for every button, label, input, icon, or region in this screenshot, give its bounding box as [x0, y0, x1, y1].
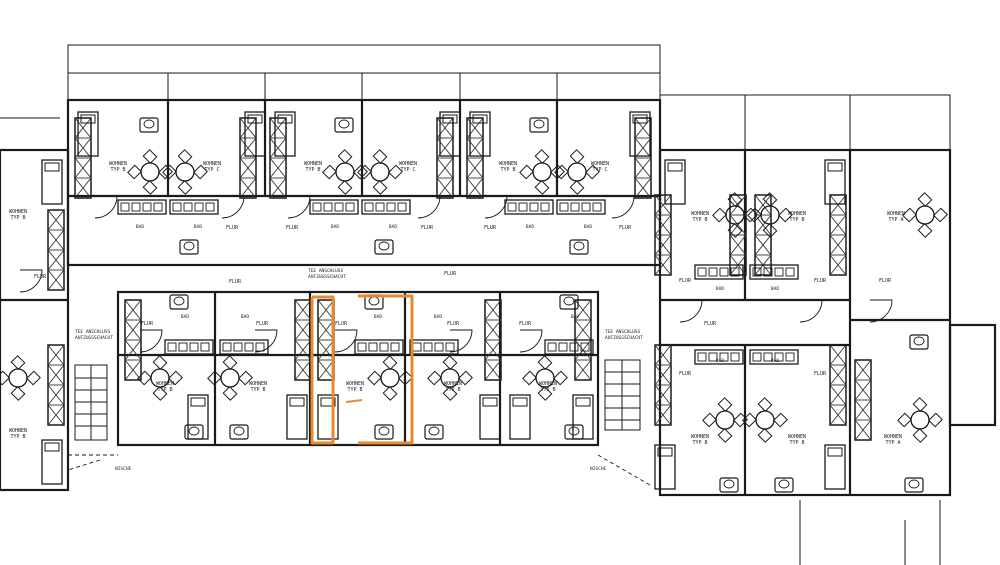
svg-text:FLUR: FLUR — [286, 225, 299, 231]
room-label-typ-c: WOHNEN — [203, 161, 221, 167]
svg-text:WOHNEN: WOHNEN — [887, 211, 905, 217]
svg-text:BAD: BAD — [194, 224, 202, 230]
svg-text:TYP B: TYP B — [500, 167, 515, 173]
svg-text:TYP A: TYP A — [888, 217, 903, 223]
svg-text:TYP B: TYP B — [789, 217, 804, 223]
svg-text:WOHNEN: WOHNEN — [9, 209, 27, 215]
svg-text:TYP A: TYP A — [885, 440, 900, 446]
walls — [0, 98, 997, 497]
dimension-lines — [0, 44, 951, 565]
svg-text:TYP B: TYP B — [157, 387, 172, 393]
svg-text:WOHNEN: WOHNEN — [691, 434, 709, 440]
svg-text:NISCHE: NISCHE — [115, 466, 132, 472]
svg-text:TYP B: TYP B — [305, 167, 320, 173]
svg-text:BAD: BAD — [136, 224, 144, 230]
svg-text:WOHNEN: WOHNEN — [304, 161, 322, 167]
svg-text:FLUR: FLUR — [256, 321, 269, 327]
room-label-typ-b: WOHNEN — [109, 161, 127, 167]
svg-text:FLUR: FLUR — [484, 225, 497, 231]
svg-text:FLUR: FLUR — [519, 321, 532, 327]
kitchenettes — [117, 199, 799, 365]
svg-text:TEE ANSCHLUSS: TEE ANSCHLUSS — [605, 329, 641, 335]
svg-text:FLUR: FLUR — [444, 271, 457, 277]
svg-text:FLUR: FLUR — [34, 274, 47, 280]
highlight-marks — [310, 294, 414, 445]
svg-text:WOHNEN: WOHNEN — [788, 434, 806, 440]
svg-text:BAD: BAD — [181, 314, 189, 320]
svg-text:TEE ANSCHLUSS: TEE ANSCHLUSS — [75, 329, 111, 335]
highlight-right-room — [358, 294, 414, 445]
highlight-left-column — [310, 295, 335, 445]
flur-labels: FLUR FLUR FLUR FLUR FLUR FLUR FLUR FLUR … — [34, 225, 892, 377]
svg-text:FLUR: FLUR — [447, 321, 460, 327]
svg-text:BAD: BAD — [584, 224, 592, 230]
svg-text:FLUR: FLUR — [814, 278, 827, 284]
svg-text:NISCHE: NISCHE — [590, 466, 607, 472]
svg-text:FLUR: FLUR — [226, 225, 239, 231]
svg-text:TYP C: TYP C — [592, 167, 607, 173]
svg-text:BAD: BAD — [331, 224, 339, 230]
annotation-labels: TEE ANSCHLUSS AUFZUGSSCHACHT TEE ANSCHLU… — [75, 268, 643, 472]
svg-text:FLUR: FLUR — [229, 279, 242, 285]
svg-text:TYP B: TYP B — [692, 440, 707, 446]
svg-text:FLUR: FLUR — [704, 321, 717, 327]
svg-text:BAD: BAD — [374, 314, 382, 320]
svg-text:BAD: BAD — [571, 314, 579, 320]
svg-text:WOHNEN: WOHNEN — [346, 381, 364, 387]
svg-text:TYP C: TYP C — [204, 167, 219, 173]
svg-text:BAD: BAD — [771, 358, 779, 364]
svg-text:WOHNEN: WOHNEN — [539, 381, 557, 387]
svg-text:WOHNEN: WOHNEN — [9, 428, 27, 434]
svg-text:BAD: BAD — [434, 314, 442, 320]
svg-text:FLUR: FLUR — [679, 371, 692, 377]
svg-text:FLUR: FLUR — [619, 225, 632, 231]
svg-text:TYP B: TYP B — [347, 387, 362, 393]
svg-text:WOHNEN: WOHNEN — [884, 434, 902, 440]
svg-text:WOHNEN: WOHNEN — [156, 381, 174, 387]
svg-text:TYP B: TYP B — [789, 440, 804, 446]
svg-text:BAD: BAD — [716, 358, 724, 364]
svg-text:BAD: BAD — [241, 314, 249, 320]
svg-text:TYP B: TYP B — [110, 167, 125, 173]
svg-text:TYP B: TYP B — [10, 434, 25, 440]
svg-text:AUFZUGSSCHACHT: AUFZUGSSCHACHT — [308, 274, 346, 280]
svg-text:BAD: BAD — [716, 286, 724, 292]
svg-text:WOHNEN: WOHNEN — [788, 211, 806, 217]
svg-text:WOHNEN: WOHNEN — [444, 381, 462, 387]
svg-text:WOHNEN: WOHNEN — [591, 161, 609, 167]
svg-text:FLUR: FLUR — [879, 278, 892, 284]
toilets — [139, 117, 929, 493]
svg-text:TYP B: TYP B — [692, 217, 707, 223]
svg-text:BAD: BAD — [526, 224, 534, 230]
corridor-lines — [67, 454, 651, 486]
svg-text:WOHNEN: WOHNEN — [499, 161, 517, 167]
tables — [0, 149, 948, 443]
svg-text:TYP B: TYP B — [250, 387, 265, 393]
svg-text:WOHNEN: WOHNEN — [399, 161, 417, 167]
svg-text:FLUR: FLUR — [141, 321, 154, 327]
svg-text:TYP B: TYP B — [10, 215, 25, 221]
bath-labels: BAD BAD BAD BAD BAD BAD BAD BAD BAD BAD … — [136, 224, 779, 364]
svg-text:TEE ANSCHLUSS: TEE ANSCHLUSS — [308, 268, 344, 274]
staircases — [74, 359, 641, 441]
svg-text:TYP B: TYP B — [540, 387, 555, 393]
svg-text:AUFZUGSSCHACHT: AUFZUGSSCHACHT — [75, 335, 113, 341]
svg-text:BAD: BAD — [389, 224, 397, 230]
svg-text:WOHNEN: WOHNEN — [249, 381, 267, 387]
svg-text:WOHNEN: WOHNEN — [691, 211, 709, 217]
svg-text:FLUR: FLUR — [421, 225, 434, 231]
svg-text:FLUR: FLUR — [814, 371, 827, 377]
svg-text:FLUR: FLUR — [679, 278, 692, 284]
svg-text:AUFZUGSSCHACHT: AUFZUGSSCHACHT — [605, 335, 643, 341]
svg-text:TYP B: TYP B — [445, 387, 460, 393]
svg-text:FLUR: FLUR — [335, 321, 348, 327]
svg-text:TYP C: TYP C — [400, 167, 415, 173]
svg-text:BAD: BAD — [771, 286, 779, 292]
